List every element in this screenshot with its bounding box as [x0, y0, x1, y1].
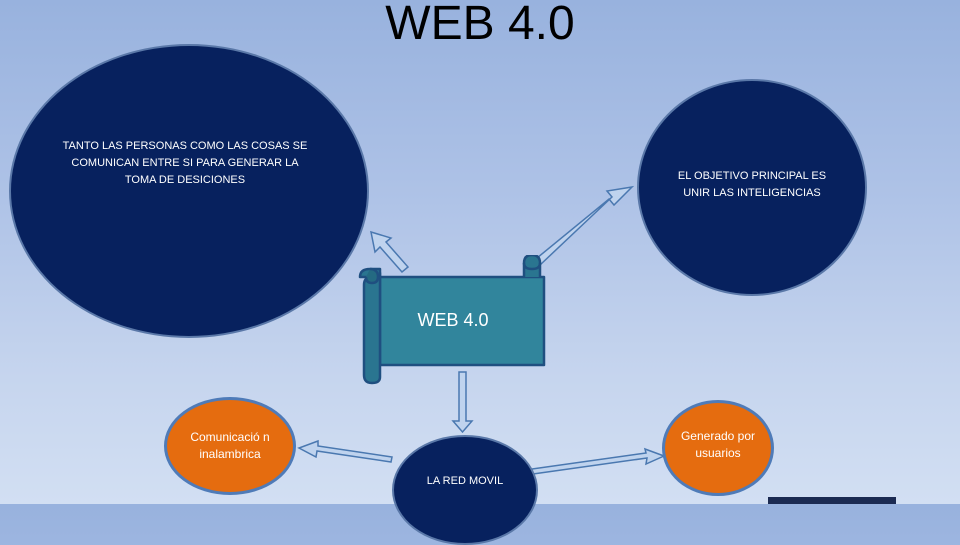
arrow-to-red-node [451, 371, 474, 434]
corner-mark [768, 497, 896, 504]
diagram-title: WEB 4.0 [385, 0, 575, 50]
arrow-to-left-node [370, 230, 410, 274]
node-people-and-things: TANTO LAS PERSONAS COMO LAS COSAS SE COM… [9, 44, 369, 338]
node-red-movil-text: LA RED MOVIL [426, 475, 504, 487]
node-generado-por-usuarios: Generado por usuarios [662, 400, 774, 496]
connector-arrows [297, 185, 666, 475]
node-red-movil: LA RED MOVIL [392, 435, 538, 545]
arrow-to-gen-node [531, 447, 666, 475]
node-comunicacion-text: Comunicació n inalambrica [190, 430, 270, 461]
node-people-and-things-text: TANTO LAS PERSONAS COMO LAS COSAS SE COM… [62, 139, 308, 186]
node-generado-text: Generado por usuarios [680, 429, 756, 460]
center-label: WEB 4.0 [417, 310, 489, 330]
node-comunicacion-inalambrica: Comunicació n inalambrica [164, 397, 296, 495]
node-main-objective-text: EL OBJETIVO PRINCIPAL ES UNIR LAS INTELI… [677, 169, 827, 199]
center-scroll-shape [358, 255, 546, 385]
arrow-to-comm-node [297, 439, 393, 463]
arrow-to-right-node [536, 185, 635, 267]
node-main-objective: EL OBJETIVO PRINCIPAL ES UNIR LAS INTELI… [637, 79, 867, 296]
